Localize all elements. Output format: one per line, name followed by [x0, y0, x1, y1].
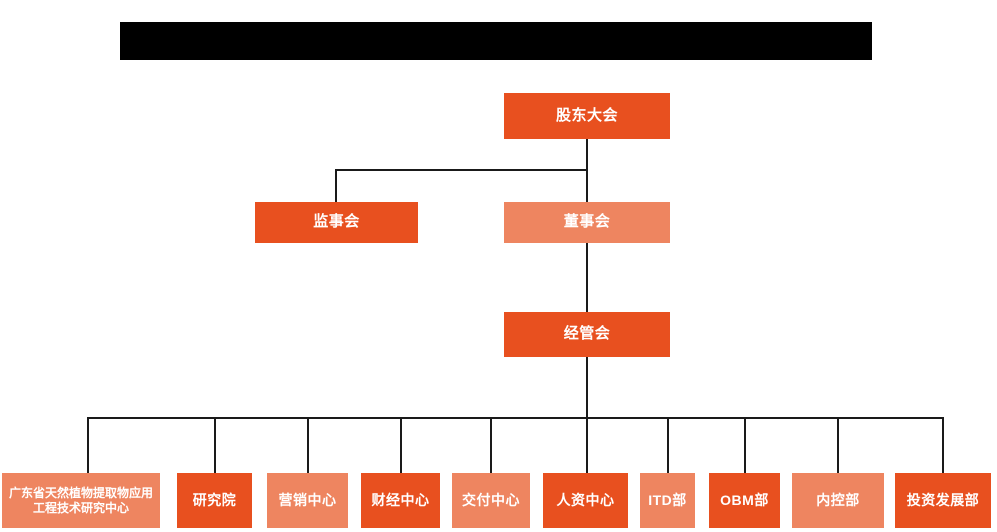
node-management-committee[interactable]: 经管会	[504, 312, 670, 357]
node-label: ITD部	[648, 491, 687, 508]
node-shareholders-meeting[interactable]: 股东大会	[504, 93, 670, 139]
connector-drop-itd-dept	[667, 417, 669, 473]
node-label: 研究院	[192, 491, 237, 508]
node-hr-center[interactable]: 人资中心	[543, 473, 628, 528]
node-label: 股东大会	[555, 106, 618, 124]
connector-drop-marketing-center	[307, 417, 309, 473]
redacted-title-bar	[120, 22, 872, 60]
node-finance-center[interactable]: 财经中心	[361, 473, 440, 528]
node-marketing-center[interactable]: 营销中心	[267, 473, 348, 528]
connector-drop-investment-development-dept	[942, 417, 944, 473]
connector-drop-delivery-center	[490, 417, 492, 473]
connector-shareholders-branch	[335, 169, 588, 171]
connector-drop-finance-center	[400, 417, 402, 473]
connector-drop-obm-dept	[744, 417, 746, 473]
node-label: 监事会	[313, 213, 360, 231]
connector-shareholders-down	[586, 139, 588, 171]
node-board-of-supervisors[interactable]: 监事会	[255, 202, 418, 243]
node-label: 人资中心	[556, 491, 615, 508]
connector-management-to-bus	[586, 357, 588, 418]
node-itd-dept[interactable]: ITD部	[640, 473, 695, 528]
connector-drop-research-institute	[214, 417, 216, 473]
node-label: 董事会	[563, 213, 611, 231]
node-label: OBM部	[720, 491, 769, 508]
node-delivery-center[interactable]: 交付中心	[452, 473, 530, 528]
node-label: 经管会	[563, 325, 611, 343]
connector-directors-to-management	[586, 241, 588, 312]
node-label: 财经中心	[371, 491, 430, 508]
node-label: 投资发展部	[906, 491, 980, 508]
node-research-institute[interactable]: 研究院	[177, 473, 252, 528]
node-obm-dept[interactable]: OBM部	[709, 473, 780, 528]
node-label: 交付中心	[462, 491, 520, 508]
connector-drop-internal-control-dept	[837, 417, 839, 473]
connector-directors-down	[586, 169, 588, 202]
node-label: 营销中心	[278, 491, 337, 508]
node-label: 广东省天然植物提取物应用工程技术研究中心	[8, 485, 153, 515]
connector-drop-research-center	[87, 417, 89, 473]
node-investment-development-dept[interactable]: 投资发展部	[895, 473, 991, 528]
node-internal-control-dept[interactable]: 内控部	[792, 473, 884, 528]
node-board-of-directors[interactable]: 董事会	[504, 202, 670, 243]
connector-supervisors-down	[335, 169, 337, 202]
node-label: 内控部	[816, 491, 860, 508]
node-research-center[interactable]: 广东省天然植物提取物应用工程技术研究中心	[2, 473, 160, 528]
connector-drop-hr-center	[586, 417, 588, 473]
connector-bottom-bus	[87, 417, 943, 419]
